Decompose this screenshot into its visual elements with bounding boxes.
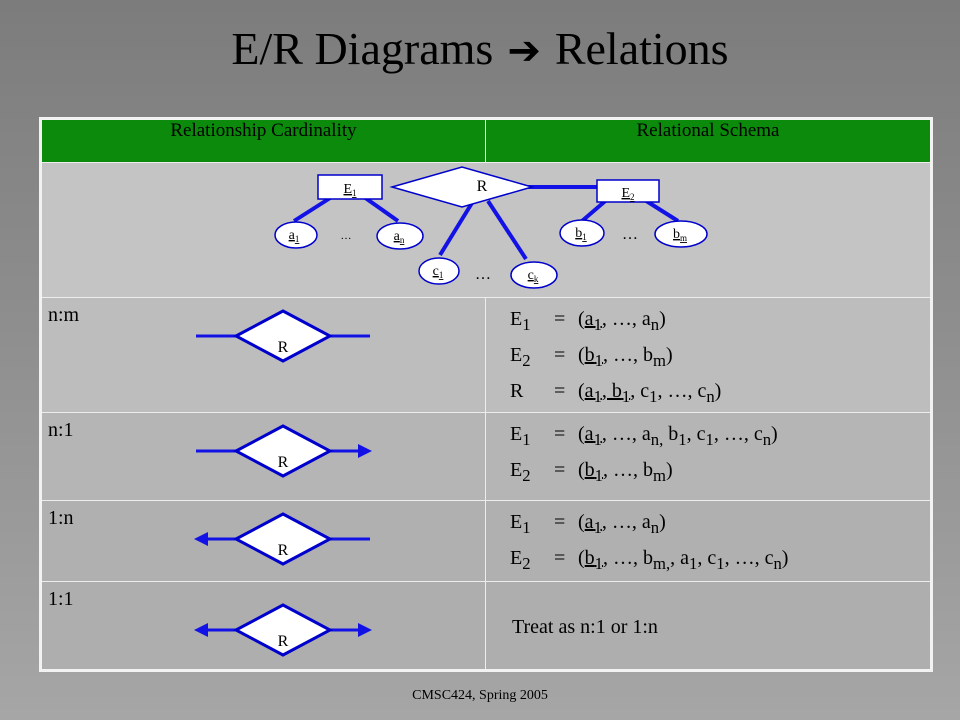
schema-relation-name: R <box>510 380 524 402</box>
schema-block: E1 = (a1, …, an) E2 = (b1, …, bm,, a1, c1, …,… <box>486 501 930 579</box>
treat-note: Treat as n:1 or 1:n <box>512 616 658 638</box>
relationship-r-diamond <box>389 166 535 208</box>
slide-title: E/R Diagrams ➔ Relations <box>0 22 960 75</box>
header-relational-schema: Relational Schema <box>485 118 932 163</box>
attr-a1-ellipse <box>274 221 318 249</box>
schema-line: E1 = (a1, …, an, b1, c1, …, cn) <box>510 419 930 455</box>
schema-equals: = <box>554 308 566 330</box>
schema-equals: = <box>554 511 566 533</box>
attr-c1-label: c1 <box>433 264 444 280</box>
arrowhead-right-icon <box>358 444 372 458</box>
row-1-1: 1:1 R Treat as n:1 or 1:n <box>40 581 932 671</box>
schema-relation-name: E1 <box>510 511 531 537</box>
relationship-r-label: R <box>477 178 488 195</box>
schema-attributes: (a1, b1, c1, …, cn) <box>578 380 722 406</box>
attr-bm-ellipse <box>654 220 708 248</box>
arrowhead-right-icon <box>358 623 372 637</box>
schema-attributes: (a1, …, an, b1, c1, …, cn) <box>578 423 778 449</box>
schema-relation-name: E2 <box>510 459 531 485</box>
schema-line: E1 = (a1, …, an) <box>510 304 930 340</box>
arrow-right-icon: ➔ <box>507 28 541 74</box>
attr-c1-ellipse <box>418 257 460 285</box>
row-n-1: n:1 R E1 = (a1, …, an, b1, c1, …, cn) E2 = (b… <box>40 412 932 501</box>
schema-attributes: (a1, …, an) <box>578 511 666 537</box>
schema-equals: = <box>554 459 566 481</box>
schema-line: E2 = (b1, …, bm) <box>510 455 930 491</box>
cardinality-label: 1:n <box>48 507 74 529</box>
cardinality-label: n:m <box>48 304 80 326</box>
attr-bm-label: bm <box>673 227 687 243</box>
arrowhead-left-icon <box>194 532 208 546</box>
attr-b1-ellipse <box>559 219 605 247</box>
relationship-symbol-n-m: R <box>196 309 370 363</box>
schema-cell: E1 = (a1, …, an) E2 = (b1, …, bm,, a1, c1, …,… <box>485 500 932 582</box>
title-right: Relations <box>554 23 729 74</box>
schema-line: E2 = (b1, …, bm,, a1, c1, …, cn) <box>510 543 930 579</box>
entity-e2-box <box>596 179 660 203</box>
ellipsis-a: … <box>341 230 352 242</box>
cardinality-cell: 1:n R <box>40 500 486 582</box>
entity-e1-box <box>317 174 383 200</box>
row-1-n: 1:n R E1 = (a1, …, an) E2 = (b1, …, bm,, a1, … <box>40 500 932 582</box>
schema-block: E1 = (a1, …, an, b1, c1, …, cn) E2 = (b1, …, … <box>486 413 930 491</box>
cardinality-table: Relationship Cardinality Relational Sche… <box>39 117 933 672</box>
schema-relation-name: E1 <box>510 308 531 334</box>
arrowhead-left-icon <box>194 623 208 637</box>
header-relationship-cardinality: Relationship Cardinality <box>40 118 486 163</box>
schema-cell: Treat as n:1 or 1:n <box>485 581 932 671</box>
relationship-symbol-n-1: R <box>196 424 372 478</box>
schema-block: E1 = (a1, …, an) E2 = (b1, …, bm) R = (a1, b1, c… <box>486 298 930 412</box>
diagram-cell: E1 E2 R a1 an b1 bm c1 ck … … … <box>40 162 932 298</box>
attr-ck-label: ck <box>528 268 539 284</box>
schema-line: E2 = (b1, …, bm) <box>510 340 930 376</box>
ellipsis-c: … <box>475 266 491 283</box>
title-left: E/R Diagrams <box>231 23 494 74</box>
schema-equals: = <box>554 423 566 445</box>
schema-cell: E1 = (a1, …, an, b1, c1, …, cn) E2 = (b1, …, … <box>485 412 932 501</box>
entity-e2-label: E2 <box>621 186 634 202</box>
schema-attributes: (b1, …, bm,, a1, c1, …, cn) <box>578 547 789 573</box>
er-diagram: E1 E2 R a1 an b1 bm c1 ck … … … <box>274 166 708 289</box>
cardinality-cell: n:1 R <box>40 412 486 501</box>
schema-attributes: (a1, …, an) <box>578 308 666 334</box>
schema-line: E1 = (a1, …, an) <box>510 507 930 543</box>
cardinality-label: n:1 <box>48 419 74 441</box>
entity-e1-label: E1 <box>343 182 356 198</box>
cardinality-cell: n:m R <box>40 297 486 413</box>
schema-relation-name: E2 <box>510 344 531 370</box>
attr-an-ellipse <box>376 222 424 250</box>
relationship-symbol-label: R <box>278 454 289 471</box>
schema-attributes: (b1, …, bm) <box>578 344 673 370</box>
relationship-symbol-1-1: R <box>194 603 372 657</box>
attr-an-label: an <box>394 229 405 245</box>
relationship-symbol-label: R <box>278 339 289 356</box>
cardinality-label: 1:1 <box>48 588 74 610</box>
schema-attributes: (b1, …, bm) <box>578 459 673 485</box>
schema-relation-name: E2 <box>510 547 531 573</box>
relationship-symbol-1-n: R <box>194 512 370 566</box>
schema-equals: = <box>554 344 566 366</box>
schema-line: R = (a1, b1, c1, …, cn) <box>510 376 930 412</box>
row-n-m: n:m R E1 = (a1, …, an) E2 = (b1, …, bm) R = (a1,… <box>40 297 932 413</box>
edge-e1-an <box>362 195 400 223</box>
ellipsis-b: … <box>622 226 638 243</box>
footer-text: CMSC424, Spring 2005 <box>412 688 548 703</box>
attr-a1-label: a1 <box>289 228 300 244</box>
cardinality-cell: 1:1 R <box>40 581 486 671</box>
schema-equals: = <box>554 547 566 569</box>
attr-b1-label: b1 <box>575 226 587 242</box>
schema-cell: E1 = (a1, …, an) E2 = (b1, …, bm) R = (a1, b1, c… <box>485 297 932 413</box>
relationship-symbol-label: R <box>278 542 289 559</box>
edge-r-c1 <box>438 201 474 257</box>
relationship-symbol-label: R <box>278 633 289 650</box>
schema-equals: = <box>554 380 566 402</box>
schema-relation-name: E1 <box>510 423 531 449</box>
edge-r-ck <box>486 199 528 261</box>
attr-ck-ellipse <box>510 261 558 289</box>
